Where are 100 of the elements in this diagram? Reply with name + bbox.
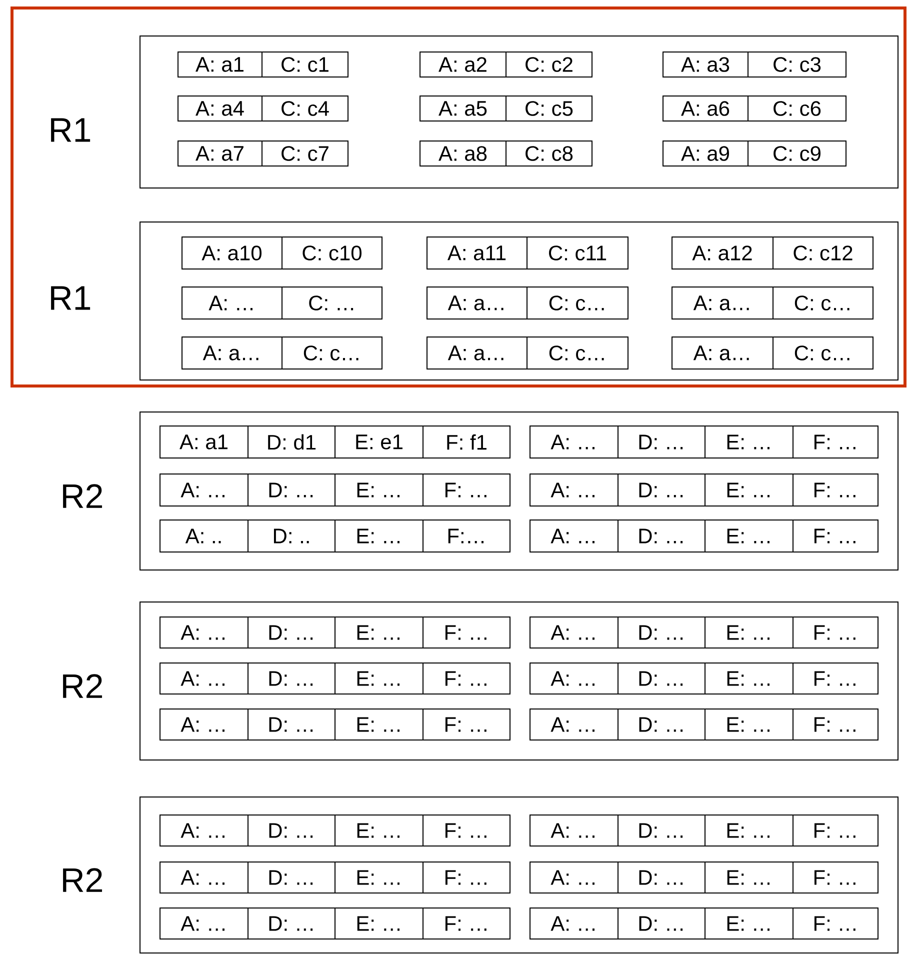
field-cell: E: … — [334, 862, 424, 894]
field-cell: F: … — [792, 662, 878, 694]
field-cell: A: a1 — [178, 52, 262, 78]
field-cell: E: … — [704, 814, 794, 846]
field-cell: D: … — [618, 662, 706, 694]
field-cell: C: c8 — [506, 140, 592, 166]
field-cell: A: … — [530, 662, 618, 694]
field-cell: A: a10 — [182, 236, 282, 270]
field-cell: E: … — [334, 616, 424, 648]
field-cell: C: c11 — [526, 236, 628, 270]
field-cell: E: … — [704, 862, 794, 894]
field-cell: A: … — [160, 908, 248, 940]
field-cell: A: a8 — [420, 140, 506, 166]
field-cell: D: .. — [248, 520, 336, 552]
field-cell: A: … — [530, 520, 618, 552]
field-cell: F: … — [422, 908, 510, 940]
field-cell: F: … — [792, 908, 878, 940]
field-cell: C: c… — [772, 336, 874, 370]
field-cell: E: … — [334, 520, 424, 552]
field-cell: A: a… — [672, 336, 774, 370]
field-cell: F: f1 — [422, 426, 510, 458]
field-cell: A: a… — [426, 336, 528, 370]
group-label: R2 — [63, 674, 102, 698]
field-cell: A: a9 — [662, 140, 748, 166]
field-cell: A: … — [530, 908, 618, 940]
field-cell: A: … — [160, 862, 248, 894]
field-cell: C: c9 — [748, 140, 846, 166]
field-cell: A: … — [160, 662, 248, 694]
field-cell: E: … — [704, 426, 794, 458]
field-cell: D: … — [618, 814, 706, 846]
field-cell: D: … — [618, 426, 706, 458]
field-cell: D: … — [248, 908, 336, 940]
field-cell: F: … — [792, 708, 878, 740]
field-cell: F: … — [422, 662, 510, 694]
field-cell: D: … — [248, 708, 336, 740]
field-cell: C: c7 — [262, 140, 348, 166]
field-cell: A: a7 — [178, 140, 262, 166]
field-cell: A: … — [530, 426, 618, 458]
field-cell: A: … — [530, 616, 618, 648]
field-cell: C: c1 — [262, 52, 348, 78]
field-cell: A: a4 — [178, 96, 262, 122]
field-cell: A: a5 — [420, 96, 506, 122]
field-cell: A: .. — [160, 520, 248, 552]
field-cell: A: a2 — [420, 52, 506, 78]
field-cell: A: a6 — [662, 96, 748, 122]
field-cell: F: … — [792, 814, 878, 846]
field-cell: D: … — [618, 708, 706, 740]
field-cell: A: … — [530, 814, 618, 846]
group-label: R1 — [51, 286, 90, 310]
field-cell: F: … — [792, 616, 878, 648]
field-cell: D: … — [248, 474, 336, 506]
field-cell: F: … — [422, 616, 510, 648]
field-cell: F: … — [792, 426, 878, 458]
field-cell: E: … — [704, 708, 794, 740]
field-cell: D: … — [248, 616, 336, 648]
field-cell: C: c3 — [748, 52, 846, 78]
field-cell: C: c… — [526, 336, 628, 370]
field-cell: D: … — [248, 862, 336, 894]
field-cell: E: … — [704, 908, 794, 940]
field-cell: D: … — [618, 908, 706, 940]
field-cell: E: … — [334, 708, 424, 740]
field-cell: F: … — [422, 708, 510, 740]
field-cell: F: … — [792, 520, 878, 552]
field-cell: A: a12 — [672, 236, 774, 270]
field-cell: A: … — [530, 862, 618, 894]
field-cell: F:… — [422, 520, 510, 552]
field-cell: C: c10 — [282, 236, 382, 270]
field-cell: E: … — [334, 814, 424, 846]
field-cell: C: c… — [526, 286, 628, 320]
field-cell: D: … — [248, 662, 336, 694]
field-cell: C: … — [282, 286, 382, 320]
field-cell: E: … — [704, 662, 794, 694]
field-cell: E: … — [704, 616, 794, 648]
field-cell: A: a3 — [662, 52, 748, 78]
field-cell: A: … — [182, 286, 282, 320]
field-cell: A: a… — [672, 286, 774, 320]
field-cell: F: … — [792, 862, 878, 894]
group-label: R2 — [63, 868, 102, 892]
field-cell: D: … — [618, 474, 706, 506]
field-cell: E: e1 — [334, 426, 424, 458]
field-cell: E: … — [334, 474, 424, 506]
field-cell: A: … — [530, 474, 618, 506]
field-cell: C: c4 — [262, 96, 348, 122]
field-cell: C: c12 — [772, 236, 874, 270]
field-cell: F: … — [422, 862, 510, 894]
field-cell: D: … — [618, 616, 706, 648]
field-cell: E: … — [704, 520, 794, 552]
field-cell: F: … — [422, 474, 510, 506]
field-cell: A: a… — [182, 336, 282, 370]
field-cell: F: … — [792, 474, 878, 506]
field-cell: F: … — [422, 814, 510, 846]
field-cell: A: … — [160, 474, 248, 506]
field-cell: E: … — [334, 662, 424, 694]
field-cell: E: … — [334, 908, 424, 940]
field-cell: A: … — [160, 814, 248, 846]
field-cell: C: c… — [772, 286, 874, 320]
group-frame — [10, 6, 906, 388]
field-cell: A: a11 — [426, 236, 528, 270]
field-cell: D: … — [248, 814, 336, 846]
field-cell: A: … — [530, 708, 618, 740]
